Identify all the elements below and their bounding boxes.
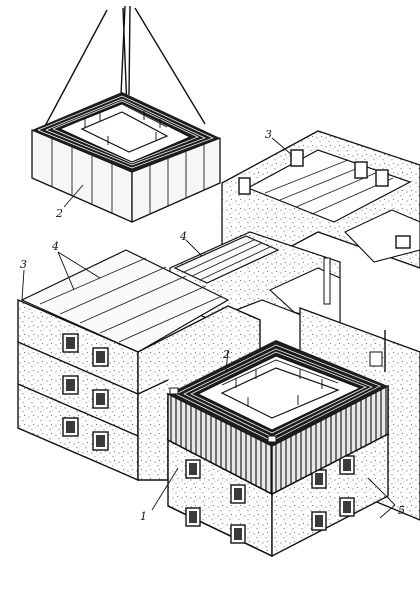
rear-window-2	[290, 149, 304, 167]
module-frame-side	[271, 384, 389, 496]
callout-numbers: 2 3 3 4 4 2 1 5	[20, 128, 405, 523]
block-frame-ribs	[37, 95, 214, 169]
rear-window-1	[238, 177, 251, 195]
roof-slab-joints	[39, 257, 223, 343]
rear-window-4	[375, 169, 389, 187]
label-3-left: 3	[20, 258, 27, 271]
leader-5-a	[367, 477, 396, 506]
block-panel-joints	[51, 139, 205, 214]
module-top-opening	[220, 367, 340, 419]
leader-4-left-a	[57, 251, 75, 291]
block-top-opening	[80, 111, 169, 153]
label-2-top: 2	[55, 207, 63, 220]
module-windows	[185, 455, 355, 544]
leader-1	[151, 467, 179, 511]
module-railing	[221, 359, 339, 407]
leader-3-left	[21, 269, 25, 301]
corridor-slab-joints	[183, 239, 271, 281]
label-5: 5	[398, 504, 405, 517]
rear-window-5	[395, 235, 411, 249]
leader-4-mid	[185, 239, 203, 257]
label-4-mid: 4	[179, 230, 187, 243]
hoisted-block	[31, 5, 221, 223]
corridor-room-opening	[269, 267, 341, 327]
corridor-pillar	[323, 257, 331, 305]
installed-module	[167, 340, 389, 558]
block-railing	[81, 103, 168, 145]
module-lift-lug-left	[169, 387, 179, 395]
leader-5-b	[379, 504, 396, 519]
label-3-right: 3	[265, 128, 272, 141]
leader-3-right	[271, 137, 293, 156]
module-lift-lug-front	[267, 435, 277, 443]
label-1: 1	[140, 510, 147, 523]
rear-right-room	[344, 209, 420, 263]
left-windows	[62, 333, 109, 451]
label-2-mid: 2	[222, 348, 230, 361]
crane-cables	[43, 5, 206, 161]
label-4-left: 4	[51, 240, 59, 253]
right-tower-window	[369, 351, 383, 367]
leader-4-left-b	[57, 251, 101, 279]
left-storey-lines	[17, 341, 169, 437]
module-frame-ribs	[175, 344, 381, 442]
leader-lines	[21, 137, 396, 519]
leader-2-mid	[225, 349, 229, 373]
rear-window-3	[354, 161, 368, 179]
left-building	[17, 249, 261, 482]
leader-2-top	[63, 184, 84, 208]
